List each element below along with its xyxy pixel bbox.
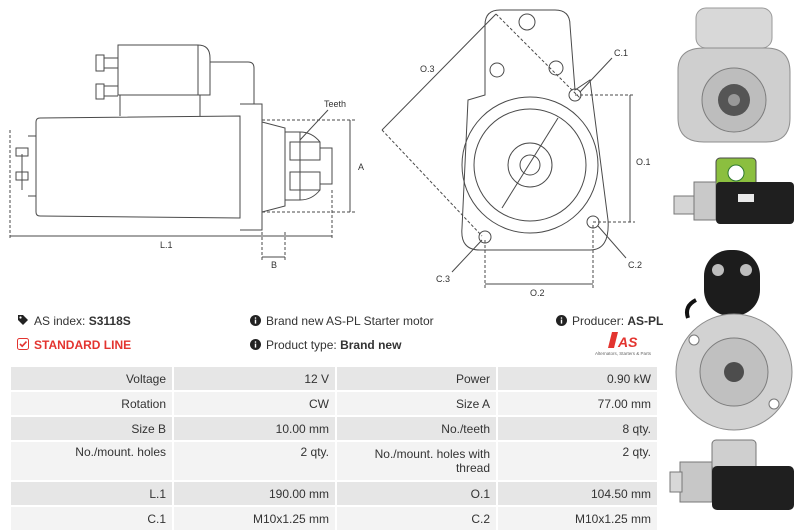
spec-label: O.1 [335,480,498,507]
producer-logo: AS Alternators, Starters & Parts [588,330,658,358]
spec-label: Voltage [9,365,174,392]
check-square-icon [17,338,29,353]
logo-text: AS [617,334,638,350]
table-row: Rotation CW Size A 77.00 mm [9,390,659,417]
spec-value: 0.90 kW [496,365,659,392]
product-type-label: Product type: [266,338,337,352]
photo-front-view [677,7,791,143]
spec-value: M10x1.25 mm [172,505,337,532]
table-row: L.1 190.00 mm O.1 104.50 mm [9,480,659,507]
spec-label: C.2 [335,505,498,532]
spec-label: No./mount. holes with thread [335,440,498,482]
label-o1: O.1 [636,157,651,167]
product-type-row: Product type: Brand new [250,338,401,353]
spec-label: C.1 [9,505,174,532]
photo-side-view-2 [669,439,794,510]
spec-value: M10x1.25 mm [496,505,659,532]
technical-drawing: Teeth A B L.1 O.3 C.1 O.1 C.3 C.2 O.2 [0,0,665,305]
info-icon [250,314,261,329]
product-photos [666,0,800,528]
table-row: No./mount. holes 2 qty. No./mount. holes… [9,440,659,482]
spec-value: 10.00 mm [172,415,337,442]
label-l1: L.1 [160,240,173,250]
standard-line-row: STANDARD LINE [17,338,131,353]
info-icon [250,338,261,353]
as-index-row: AS index: S3118S [17,314,131,329]
spec-value: 12 V [172,365,337,392]
table-row: Size B 10.00 mm No./teeth 8 qty. [9,415,659,442]
spec-value: 2 qty. [496,440,659,482]
spec-table: Voltage 12 V Power 0.90 kW Rotation CW S… [9,365,659,532]
label-o2: O.2 [530,288,545,298]
spec-value: 190.00 mm [172,480,337,507]
spec-label: L.1 [9,480,174,507]
label-b: B [271,260,277,270]
brand-new-text: Brand new AS-PL Starter motor [266,314,434,328]
label-a: A [358,162,364,172]
spec-label: Size B [9,415,174,442]
spec-label: Size A [335,390,498,417]
info-icon [556,314,567,329]
spec-value: 77.00 mm [496,390,659,417]
photo-side-view [673,157,794,224]
spec-value: 8 qty. [496,415,659,442]
producer-label: Producer: [572,314,625,328]
logo-tagline: Alternators, Starters & Parts [595,351,652,356]
table-row: Voltage 12 V Power 0.90 kW [9,365,659,392]
spec-value: CW [172,390,337,417]
tag-icon [17,314,29,329]
product-type-value: Brand new [340,338,402,352]
producer-value: AS-PL [627,314,664,328]
producer-row: Producer: AS-PL [556,314,663,329]
label-c1: C.1 [614,48,628,58]
spec-label: No./mount. holes [9,440,174,482]
label-c2: C.2 [628,260,642,270]
spec-label: No./teeth [335,415,498,442]
table-row: C.1 M10x1.25 mm C.2 M10x1.25 mm [9,505,659,532]
spec-label: Power [335,365,498,392]
as-index-label: AS index: [34,314,86,328]
standard-line-label: STANDARD LINE [34,338,132,352]
spec-value: 104.50 mm [496,480,659,507]
spec-label: Rotation [9,390,174,417]
as-index-value: S3118S [88,314,131,328]
label-teeth: Teeth [324,99,346,109]
photo-rear-view [675,250,793,431]
label-o3: O.3 [420,64,435,74]
brand-new-row: Brand new AS-PL Starter motor [250,314,434,329]
spec-value: 2 qty. [172,440,337,482]
label-c3: C.3 [436,274,450,284]
